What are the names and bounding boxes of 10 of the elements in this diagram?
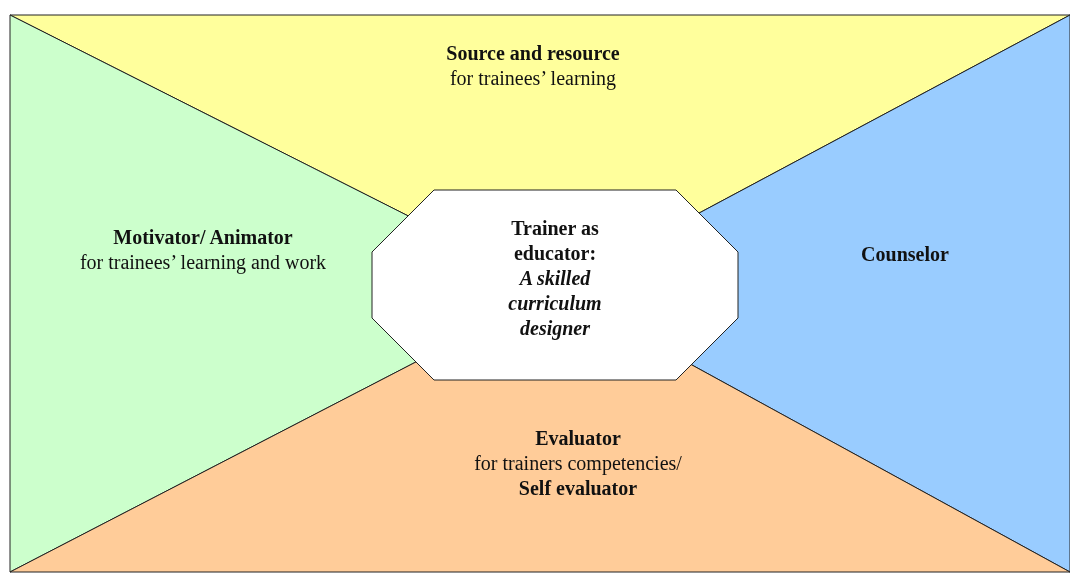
role-description: for trainees’ learning and work: [78, 250, 328, 275]
role-heading: Trainer as educator:: [510, 216, 600, 266]
role-heading: Evaluator: [534, 426, 622, 451]
role-heading: Source and resource: [445, 41, 621, 66]
role-heading: Self evaluator: [517, 476, 639, 501]
role-heading: A skilled curriculum designer: [507, 266, 603, 341]
role-heading: Motivator/ Animator: [112, 225, 294, 250]
role-description: for trainers competencies/: [473, 451, 683, 476]
role-description: for trainees’ learning: [448, 66, 618, 91]
role-heading: Counselor: [860, 242, 950, 267]
